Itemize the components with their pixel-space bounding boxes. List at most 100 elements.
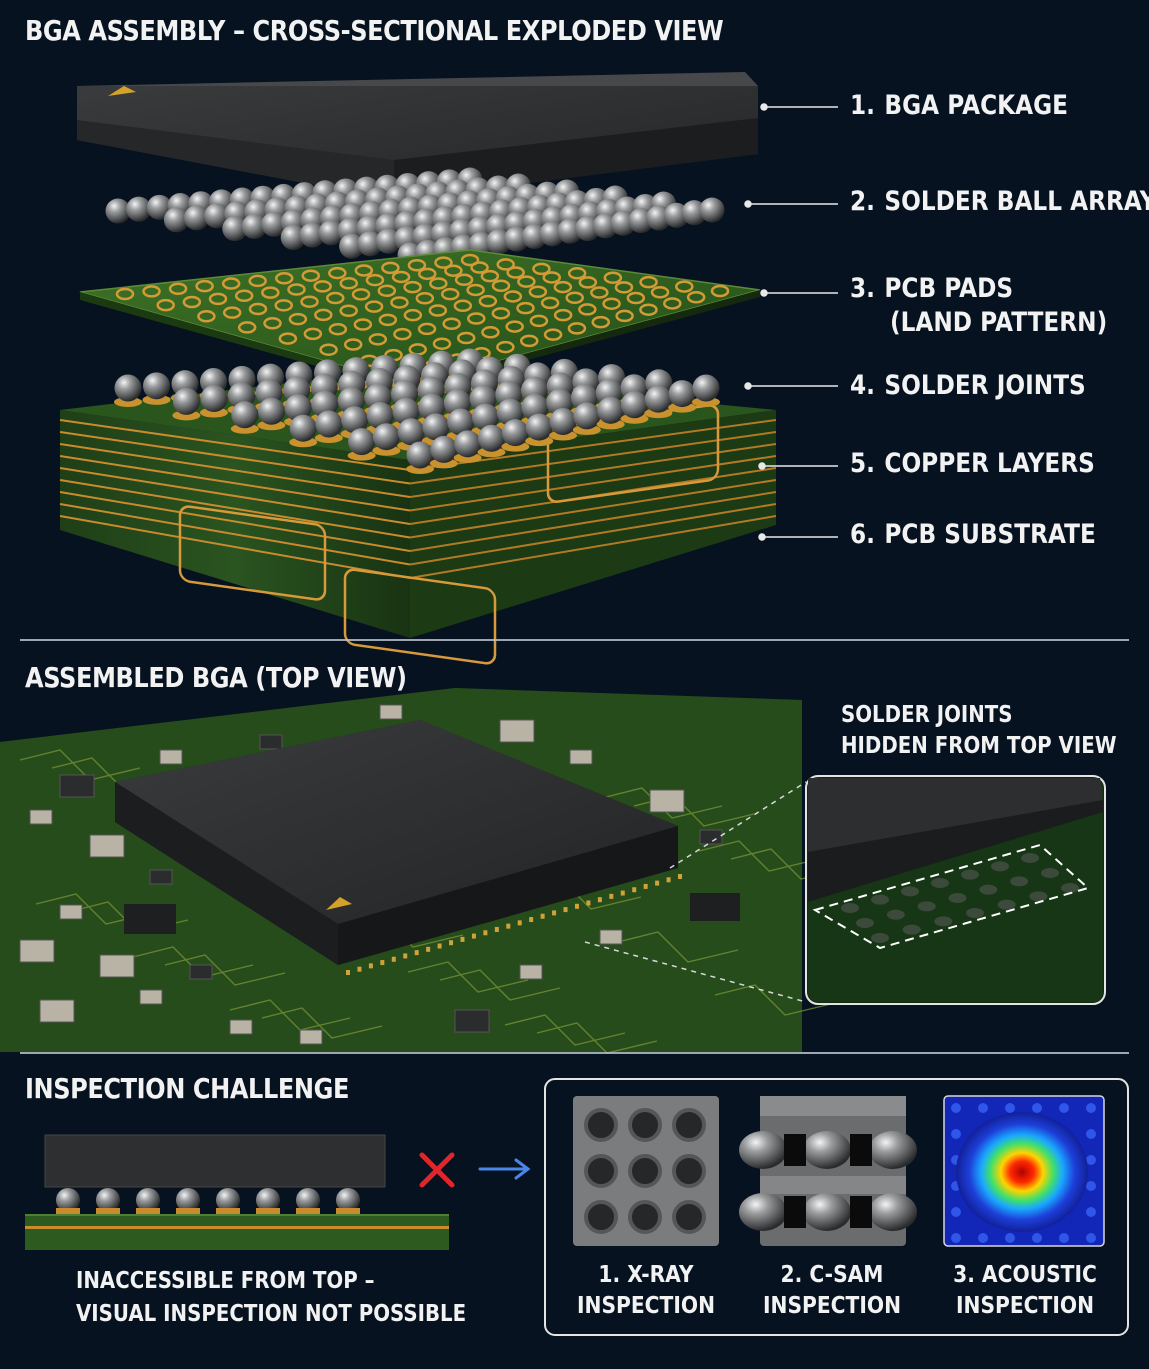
copper-trace — [59, 503, 411, 566]
pcb-pad — [263, 317, 282, 330]
pcb-pad — [377, 284, 397, 297]
hidden-joint — [871, 933, 889, 943]
xray-ball — [584, 1154, 618, 1188]
copper-trace — [59, 455, 411, 512]
solder-ball — [96, 1188, 120, 1212]
pcb-pad — [339, 276, 359, 290]
solder-joint — [341, 406, 369, 434]
smd-component — [569, 749, 593, 765]
pcb-pad — [491, 307, 511, 320]
smd-component — [649, 789, 685, 813]
pcb-pad — [328, 266, 347, 280]
chip-pin — [471, 933, 476, 939]
pcb-substrate-stack — [59, 348, 777, 665]
pcb-pad — [378, 313, 398, 327]
pcb-pad — [553, 280, 573, 294]
pcb-trace — [229, 999, 351, 1031]
pcb-pad — [710, 284, 730, 298]
pcb-pad — [303, 327, 323, 341]
solder-joint — [348, 428, 376, 456]
hidden-joint — [871, 894, 889, 905]
solder-joint — [172, 387, 200, 415]
pcb-pad — [221, 277, 241, 290]
pcb-pad — [415, 292, 435, 305]
pcb-pad — [142, 285, 161, 298]
chip-pin — [540, 913, 545, 919]
solder-joint — [573, 402, 601, 430]
pcb-trace — [407, 961, 529, 993]
pcb-pad — [390, 296, 409, 309]
pcb-pad — [553, 308, 573, 322]
chip-pin — [552, 910, 557, 916]
acoustic-image — [943, 1095, 1105, 1247]
csam-ball — [869, 1131, 917, 1169]
pcb-pad — [528, 285, 548, 299]
pcb-pad — [343, 338, 363, 351]
joint-pad — [336, 1208, 360, 1214]
solder-ball — [241, 213, 267, 239]
pcb-pad — [540, 296, 560, 310]
csam-void — [784, 1196, 806, 1228]
solder-joint — [366, 402, 394, 430]
smd-component — [499, 719, 535, 743]
copper-via-frame — [343, 568, 497, 665]
joint-pad — [216, 1208, 240, 1214]
pcb-pad — [364, 300, 384, 313]
pcb-pad — [208, 292, 228, 306]
label-bga-package: 1.BGA PACKAGE — [850, 90, 1068, 121]
csam-void — [850, 1134, 872, 1166]
pcb-pad — [313, 280, 332, 293]
solder-ball — [336, 1188, 360, 1212]
label-land-pattern: (LAND PATTERN) — [890, 307, 1108, 338]
solder-joint — [372, 423, 400, 451]
solder-ball — [163, 207, 189, 233]
solder-joint — [454, 430, 482, 458]
solder-joint — [397, 418, 425, 446]
solder-joint — [597, 396, 625, 424]
pcb-pad — [354, 264, 374, 277]
side-cross-section — [25, 1134, 449, 1250]
pcb-pad — [517, 275, 536, 288]
chip-pin — [380, 960, 385, 966]
solder-ball — [126, 196, 152, 222]
chip-pin — [357, 966, 362, 972]
pcb-pad — [505, 320, 524, 333]
solder-ball — [256, 1188, 280, 1212]
solder-ball — [216, 1188, 240, 1212]
hidden-joint — [991, 861, 1009, 872]
pcb-pad — [261, 286, 280, 299]
ic-component — [124, 904, 176, 934]
joint-pad — [96, 1208, 120, 1214]
chip-pin — [483, 930, 488, 936]
chip-pin — [643, 883, 648, 889]
smd-component — [599, 929, 623, 945]
pcb-pad — [442, 317, 461, 330]
pcb-pad — [567, 267, 587, 280]
pcb-pad — [287, 283, 306, 296]
hidden-joint — [856, 918, 874, 928]
acoustic-dot — [951, 1233, 961, 1243]
pcb-pad — [456, 331, 476, 345]
solder-ball-array — [105, 167, 725, 268]
copper-trace — [409, 515, 777, 579]
pcb-pad — [418, 267, 437, 281]
pcb-pad — [197, 310, 216, 323]
chip-pin — [517, 920, 522, 926]
xray-ball — [672, 1108, 706, 1142]
leader-lines — [744, 103, 838, 541]
pcb-pad — [168, 282, 188, 296]
chip-pin — [666, 877, 671, 883]
callout-text-line2: HIDDEN FROM TOP VIEW — [841, 733, 1117, 759]
pcb-pad — [543, 328, 563, 341]
chip-pin — [391, 956, 396, 962]
solder-joint — [315, 410, 343, 438]
label-pcb-substrate: 6.PCB SUBSTRATE — [850, 519, 1096, 550]
solder-joint — [549, 408, 577, 435]
pcb-pad — [393, 327, 412, 341]
pcb-pad — [391, 270, 411, 284]
ic-component — [690, 893, 740, 921]
pcb-pad — [222, 306, 242, 319]
solder-ball — [296, 1188, 320, 1212]
hidden-joint — [931, 878, 949, 888]
